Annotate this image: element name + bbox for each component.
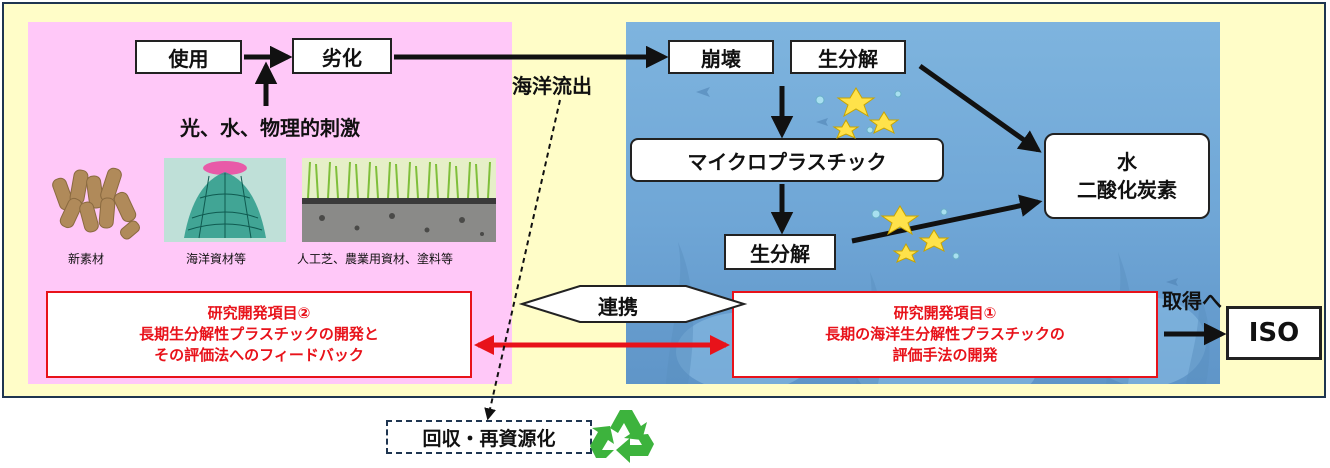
- biodegradation-top-box: 生分解: [790, 40, 906, 74]
- cooperation-label: 連携: [598, 295, 638, 319]
- research-item-2-box: 研究開発項目② 長期生分解性プラスチックの開発と その評価法へのフィードバック: [46, 291, 472, 378]
- cooperation-diamond: [518, 285, 748, 323]
- recycle-box: 回収・再資源化: [386, 420, 592, 454]
- products-co2: 二酸化炭素: [1077, 178, 1177, 202]
- marine-material-image: [164, 158, 286, 242]
- new-material-image: [46, 158, 146, 242]
- research-item-1-box: 研究開発項目① 長期の海洋生分解性プラスチックの 評価手法の開発: [732, 291, 1158, 378]
- turf-material-image: [302, 158, 496, 242]
- iso-box: ISO: [1226, 306, 1322, 360]
- particle-cluster-bottom: [880, 205, 950, 263]
- arrow-biodeg-bottom-to-products: [851, 194, 1043, 244]
- use-box: 使用: [135, 40, 242, 74]
- biodegradation-bottom-box: 生分解: [724, 234, 836, 270]
- collapse-box: 崩壊: [668, 40, 774, 74]
- microplastic-box: マイクロプラスチック: [630, 138, 944, 182]
- products-water: 水: [1117, 150, 1137, 174]
- arrow-outflow-to-recycle: [484, 99, 561, 421]
- arrow-biodeg-top-to-products: [918, 63, 1042, 153]
- stimulus-label: 光、水、物理的刺激: [180, 116, 360, 140]
- material-caption-1: 新素材: [68, 252, 105, 266]
- products-box: 水 二酸化炭素: [1044, 133, 1210, 219]
- recycle-icon: [590, 410, 654, 463]
- degrade-box: 劣化: [292, 38, 392, 74]
- outflow-label: 海洋流出: [512, 74, 592, 98]
- acquire-label: 取得へ: [1162, 289, 1222, 313]
- material-caption-2: 海洋資材等: [186, 252, 247, 266]
- material-caption-3: 人工芝、農業用資材、塗料等: [297, 252, 454, 266]
- particle-cluster-top: [832, 87, 900, 139]
